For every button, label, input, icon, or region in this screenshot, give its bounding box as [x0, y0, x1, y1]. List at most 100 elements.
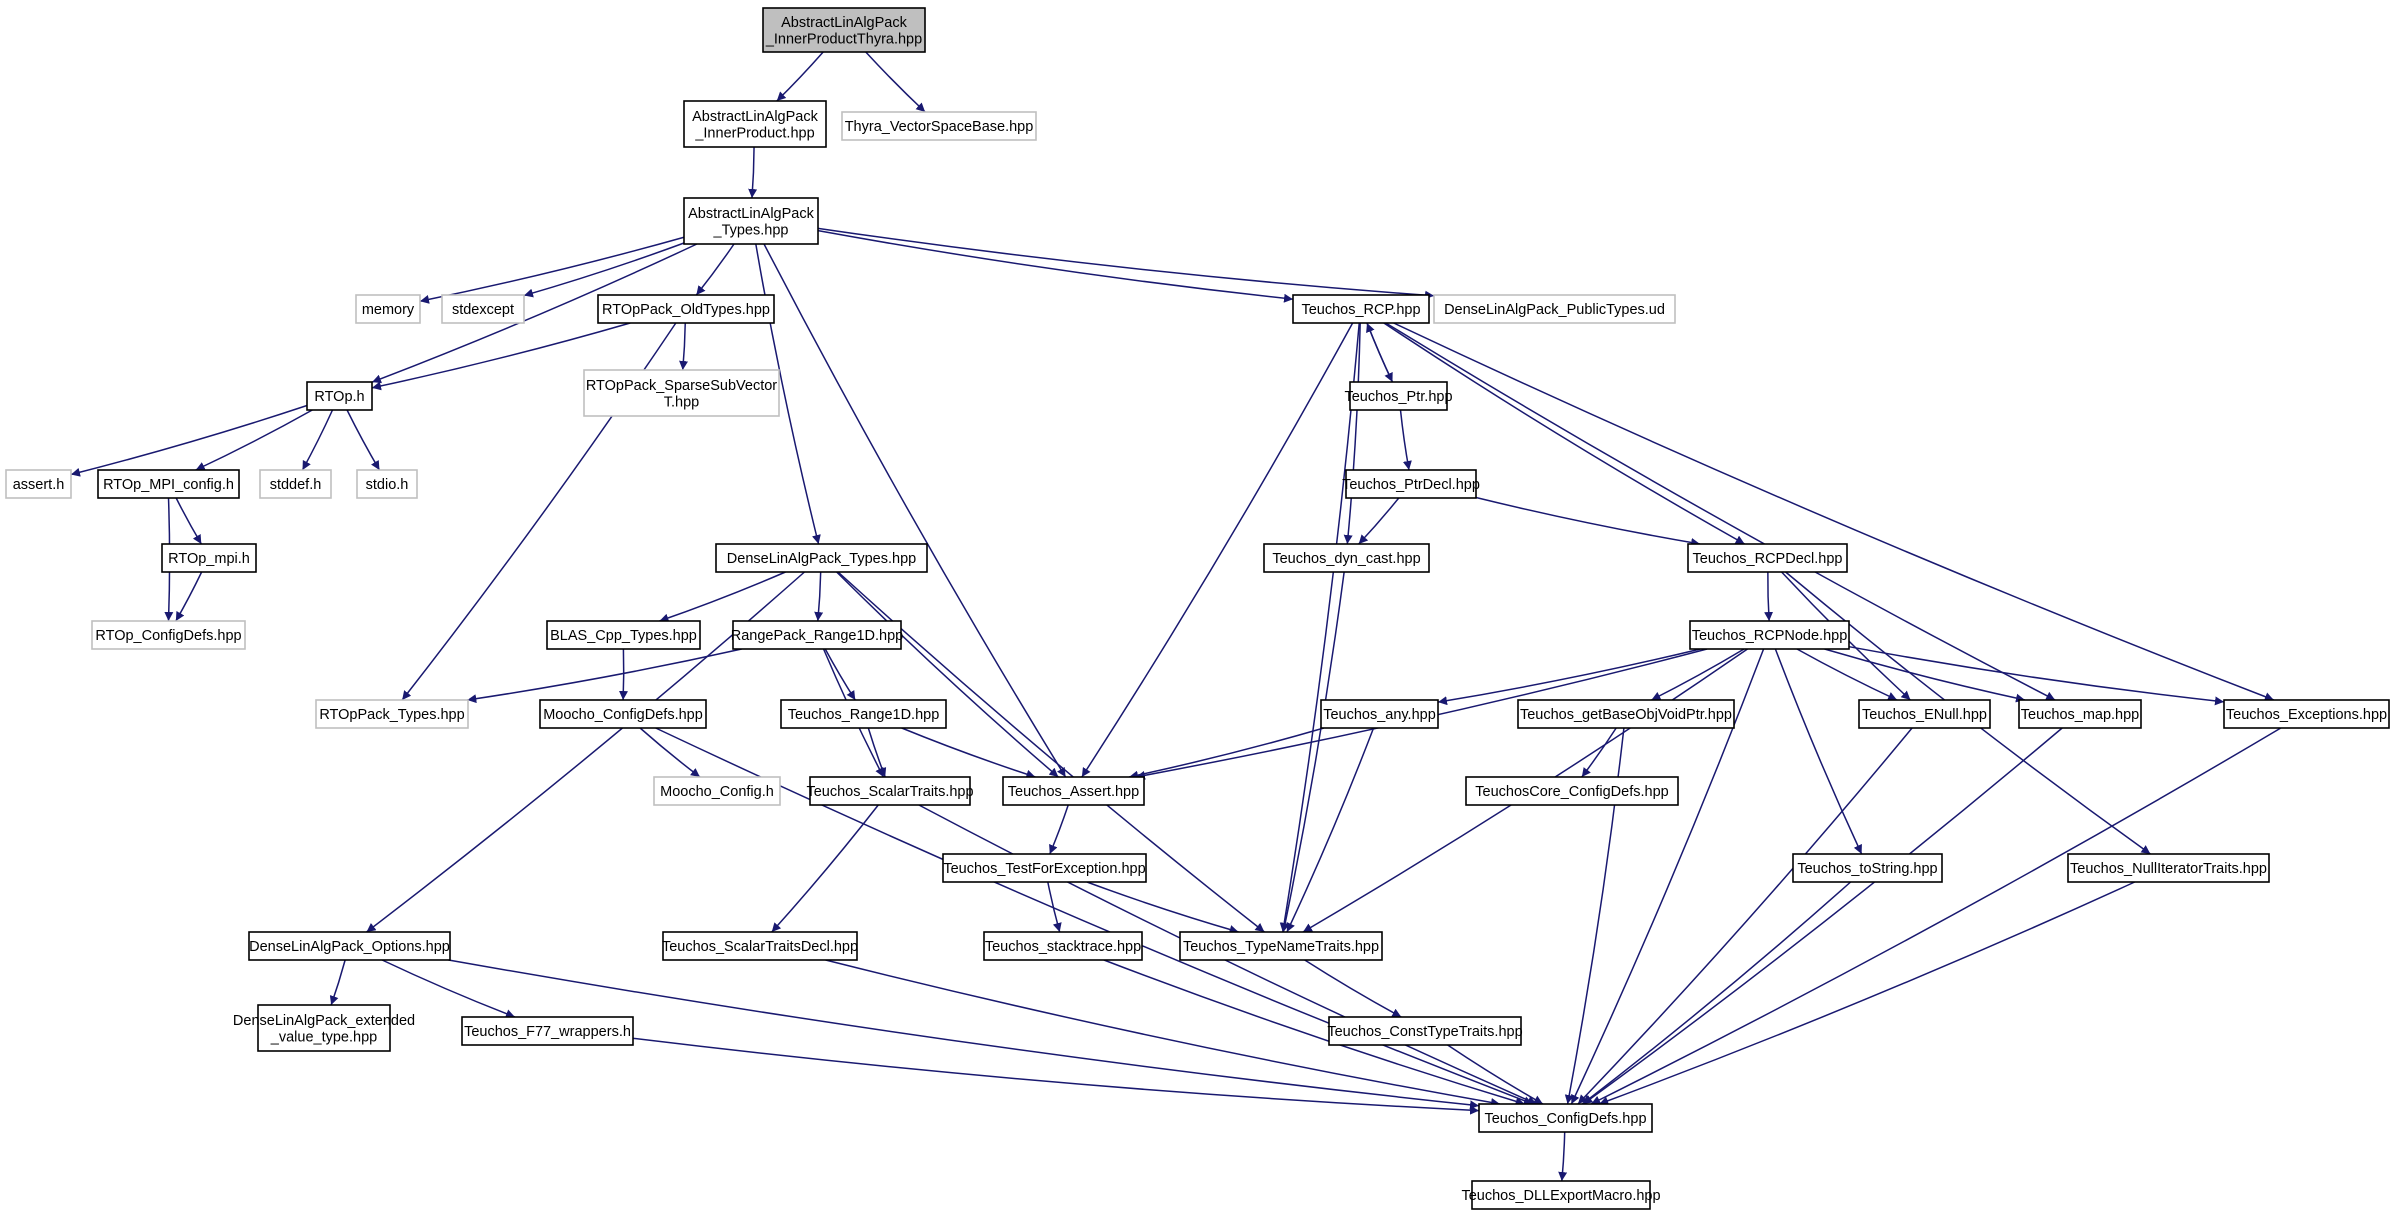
node-box [461, 1016, 634, 1046]
node-label: RTOp_mpi.h [168, 551, 250, 567]
graph-node[interactable]: RTOp.h [306, 381, 373, 411]
node-label: Teuchos_F77_wrappers.h [464, 1024, 631, 1040]
graph-node[interactable]: Teuchos_F77_wrappers.h [461, 1016, 634, 1046]
graph-node[interactable]: RTOp_ConfigDefs.hpp [91, 620, 246, 650]
node-label: Teuchos_RCP.hpp [1301, 302, 1420, 318]
graph-node[interactable]: Teuchos_RCP.hpp [1292, 294, 1430, 324]
node-box [1471, 1180, 1651, 1210]
edge-n27-n35 [901, 727, 1036, 779]
edge-n3-n4 [419, 236, 685, 304]
node-label: assert.h [13, 477, 65, 493]
node-box [97, 469, 240, 499]
graph-node[interactable]: stddef.h [259, 469, 332, 499]
graph-node[interactable]: RangePack_Range1D.hpp [731, 620, 904, 650]
node-box [662, 931, 858, 961]
node-label: Teuchos_toString.hpp [1797, 861, 1937, 877]
edge-n41-n47 [825, 959, 1501, 1107]
graph-node[interactable]: Teuchos_ENull.hpp [1858, 699, 1991, 729]
graph-node[interactable]: stdio.h [356, 469, 418, 499]
graph-node[interactable]: Teuchos_DLLExportMacro.hpp [1461, 1180, 1661, 1210]
graph-node[interactable]: Teuchos_TypeNameTraits.hpp [1179, 931, 1383, 961]
edge-n24-n32 [1848, 645, 2225, 706]
graph-node[interactable]: DenseLinAlgPack_PublicTypes.ud [1433, 294, 1676, 324]
edge-n45-n47 [632, 1037, 1480, 1115]
graph-node[interactable]: DenseLinAlgPack_Types.hpp [715, 543, 928, 573]
edge-n3-n35 [763, 243, 1067, 778]
graph-node[interactable]: Teuchos_Assert.hpp [1002, 776, 1145, 806]
graph-node[interactable]: Teuchos_RCPNode.hpp [1689, 620, 1850, 650]
graph-node[interactable]: memory [355, 294, 421, 324]
edge-n3-n8 [817, 227, 1435, 300]
graph-node[interactable]: Teuchos_Range1D.hpp [780, 699, 947, 729]
edge-n16-n20 [1475, 496, 1701, 547]
graph-node[interactable]: RTOp_MPI_config.h [97, 469, 240, 499]
graph-node[interactable]: Teuchos_RCPDecl.hpp [1687, 543, 1848, 573]
node-box [91, 620, 246, 650]
node-box [306, 381, 373, 411]
graph-node[interactable]: AbstractLinAlgPack_InnerProduct.hpp [683, 100, 827, 148]
node-label: _InnerProduct.hpp [694, 125, 814, 141]
graph-node[interactable]: BLAS_Cpp_Types.hpp [546, 620, 701, 650]
graph-node[interactable]: RTOp_mpi.h [161, 543, 257, 573]
graph-node[interactable]: Teuchos_map.hpp [2018, 699, 2142, 729]
graph-node[interactable]: Moocho_Config.h [653, 776, 781, 806]
graph-node[interactable]: assert.h [5, 469, 72, 499]
node-box [1292, 294, 1430, 324]
graph-node[interactable]: stdexcept [441, 294, 525, 324]
graph-node[interactable]: Teuchos_any.hpp [1320, 699, 1439, 729]
graph-node[interactable]: RTOpPack_OldTypes.hpp [597, 294, 775, 324]
node-box [356, 469, 418, 499]
graph-node[interactable]: Teuchos_PtrDecl.hpp [1342, 469, 1480, 499]
graph-node[interactable]: Teuchos_Ptr.hpp [1344, 381, 1453, 411]
node-label: AbstractLinAlgPack [692, 109, 818, 125]
edge-n35-n37 [1049, 804, 1069, 855]
graph-node[interactable]: Teuchos_TestForException.hpp [942, 853, 1147, 883]
graph-node[interactable]: AbstractLinAlgPack_Types.hpp [683, 197, 819, 245]
node-box [653, 776, 781, 806]
node-box [1792, 853, 1943, 883]
node-label: Teuchos_Range1D.hpp [788, 707, 940, 723]
node-box [1002, 776, 1145, 806]
node-box [1478, 1103, 1653, 1133]
edge-n37-n42 [1047, 881, 1062, 933]
graph-node[interactable]: Teuchos_NullIteratorTraits.hpp [2067, 853, 2270, 883]
node-box [942, 853, 1147, 883]
graph-node[interactable]: Teuchos_Exceptions.hpp [2223, 699, 2390, 729]
graph-node[interactable]: Teuchos_ConfigDefs.hpp [1478, 1103, 1653, 1133]
node-label: DenseLinAlgPack_PublicTypes.ud [1444, 302, 1665, 318]
node-box [2223, 699, 2390, 729]
graph-node[interactable]: Moocho_ConfigDefs.hpp [539, 699, 707, 729]
graph-node[interactable]: Teuchos_ConstTypeTraits.hpp [1327, 1016, 1523, 1046]
graph-node[interactable]: TeuchosCore_ConfigDefs.hpp [1465, 776, 1679, 806]
graph-node[interactable]: Teuchos_ScalarTraitsDecl.hpp [662, 931, 858, 961]
graph-node[interactable]: AbstractLinAlgPack_InnerProductThyra.hpp [762, 7, 926, 53]
graph-node[interactable]: DenseLinAlgPack_Options.hpp [248, 931, 451, 961]
edge-n0-n1 [776, 51, 824, 102]
node-label: AbstractLinAlgPack [781, 15, 907, 31]
graph-node[interactable]: DenseLinAlgPack_extended_value_type.hpp [233, 1004, 415, 1052]
graph-node[interactable]: RTOpPack_Types.hpp [315, 699, 469, 729]
graph-node[interactable]: Teuchos_getBaseObjVoidPtr.hpp [1517, 699, 1735, 729]
node-box [315, 699, 469, 729]
node-label: DenseLinAlgPack_Types.hpp [727, 551, 916, 567]
edge-n27-n34 [867, 727, 887, 778]
graph-node[interactable]: Teuchos_ScalarTraits.hpp [806, 776, 974, 806]
graph-node[interactable]: Teuchos_stacktrace.hpp [983, 931, 1143, 961]
graph-node[interactable]: Thyra_VectorSpaceBase.hpp [841, 111, 1037, 141]
graph-node[interactable]: Teuchos_toString.hpp [1792, 853, 1943, 883]
edge-n18-n22 [659, 571, 786, 623]
node-box [441, 294, 525, 324]
node-box [732, 620, 902, 650]
node-label: Teuchos_ConstTypeTraits.hpp [1327, 1024, 1522, 1040]
edges-layer [70, 51, 2282, 1182]
graph-node[interactable]: Teuchos_dyn_cast.hpp [1263, 543, 1430, 573]
edge-n9-n15 [346, 409, 381, 471]
node-box [1687, 543, 1848, 573]
edge-n24-n28 [1437, 648, 1701, 706]
node-box [809, 776, 971, 806]
node-label: BLAS_Cpp_Types.hpp [550, 628, 697, 644]
edge-n24-n38 [1774, 648, 1863, 855]
node-label: _InnerProductThyra.hpp [765, 31, 922, 47]
